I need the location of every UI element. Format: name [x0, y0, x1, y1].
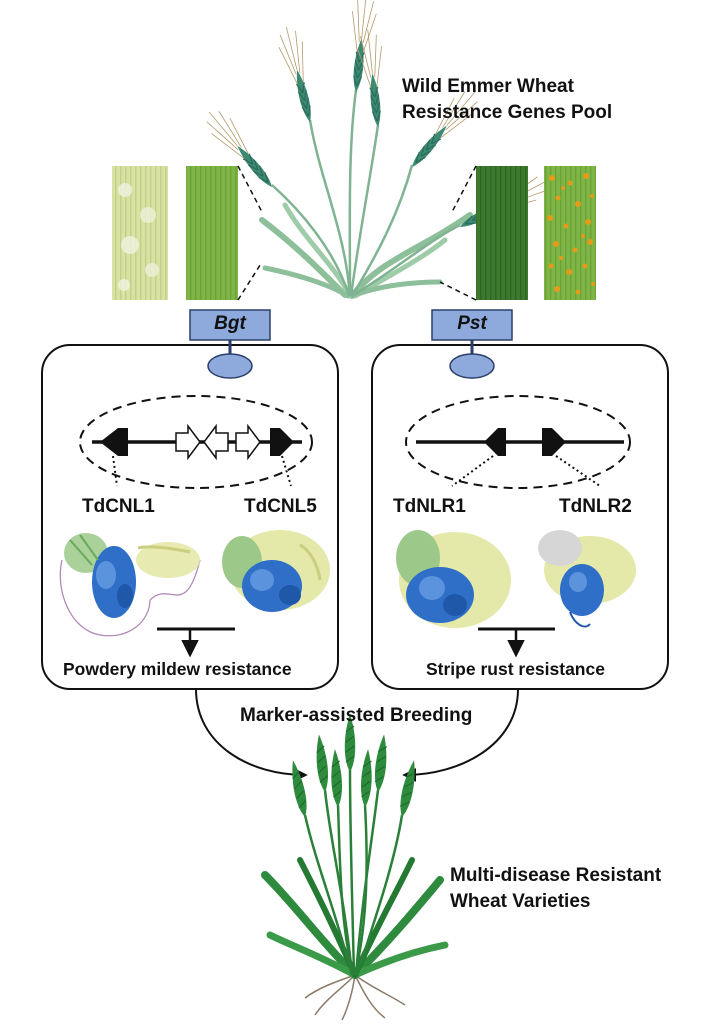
pathogen-label-pst: Pst: [457, 313, 487, 334]
leaf-image-icon: [476, 166, 528, 300]
gene-cluster-left: [79, 395, 313, 489]
wild-emmer-wheat-plant: [199, 0, 553, 299]
gene-cluster-right: [405, 395, 631, 489]
wheat-plant-icon: [261, 713, 449, 1021]
receptor-icon: [189, 309, 271, 379]
top-title-line2: Resistance Genes Pool: [402, 102, 613, 123]
protein-structure-icon: [222, 530, 330, 612]
gene-label-tdnlr1: TdNLR1: [393, 496, 466, 517]
protein-structure-icon: [396, 530, 511, 628]
bottom-title-line2: Wheat Varieties: [450, 891, 591, 912]
protein-structure-icon: [538, 530, 636, 628]
gene-label-tdcnl1: TdCNL1: [82, 496, 155, 517]
powdery-mildew-resistance-label: Powdery mildew resistance: [63, 659, 292, 679]
leaf-image-icon: [186, 166, 238, 300]
gene-label-tdcnl5: TdCNL5: [244, 496, 317, 517]
receptor-icon: [431, 309, 513, 379]
stripe-rust-resistance-label: Stripe rust resistance: [426, 659, 605, 679]
bottom-title-line1: Multi-disease Resistant: [450, 865, 662, 886]
gene-label-tdnlr2: TdNLR2: [559, 496, 632, 517]
leaf-image-icon: [544, 166, 596, 300]
leaf-image-icon: [112, 166, 168, 300]
protein-structure-icon: [59, 533, 201, 637]
marker-assisted-breeding-label: Marker-assisted Breeding: [240, 705, 473, 726]
top-title-line1: Wild Emmer Wheat: [402, 76, 574, 97]
pathogen-label-bgt: Bgt: [214, 313, 246, 334]
